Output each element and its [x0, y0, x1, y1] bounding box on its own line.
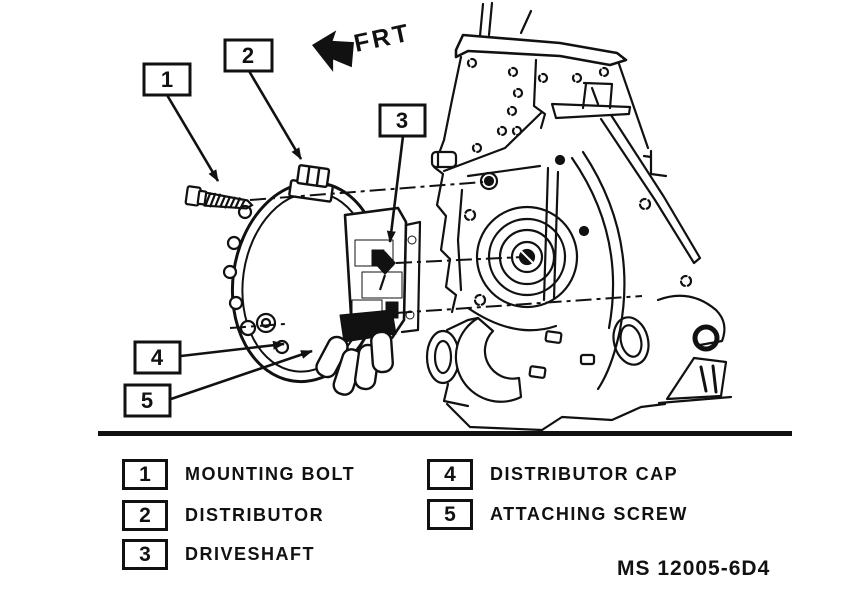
leader-4: [180, 340, 285, 358]
exploded-view-diagram: 1 2 3 4 5 FRT: [123, 1, 733, 432]
leader-5: [170, 349, 313, 401]
legend-label-3: DRIVESHAFT: [185, 544, 316, 564]
leader-2: [247, 70, 303, 160]
legend-item-3: 3 DRIVESHAFT: [122, 539, 315, 570]
frt-arrow-icon: [312, 30, 354, 72]
callout-number-5: 5: [141, 388, 153, 413]
legend-box-4: 4: [427, 459, 473, 490]
callout-number-3: 3: [396, 108, 408, 133]
callout-number-2: 2: [242, 43, 254, 68]
legend-item-5: 5 ATTACHING SCREW: [427, 499, 688, 530]
cap-top-nut: [288, 164, 334, 203]
bolt-threads: [203, 191, 254, 210]
legend-item-1: 1 MOUNTING BOLT: [122, 459, 355, 490]
callout-numbers: 1 2 3 4 5: [141, 43, 408, 413]
top-bracket: [454, 33, 628, 67]
legend-item-2: 2 DISTRIBUTOR: [122, 500, 324, 531]
mounting-bolt-art: [184, 185, 254, 210]
frt-label: FRT: [351, 19, 413, 58]
callout-box-5: [123, 383, 172, 418]
engine-block-art: [425, 1, 733, 432]
centerline-lower: [395, 295, 643, 314]
callout-box-3: [378, 103, 427, 138]
callout-number-1: 1: [161, 67, 173, 92]
callout-box-1: [142, 62, 192, 97]
right-mount: [656, 294, 733, 405]
legend-label-1: MOUNTING BOLT: [185, 464, 356, 484]
legend-box-3: 3: [122, 539, 168, 570]
legend-label-4: DISTRIBUTOR CAP: [490, 464, 679, 484]
lower-mount-boss: [425, 316, 523, 408]
centerline-middle: [395, 256, 524, 264]
centerline-upper: [249, 181, 484, 201]
leader-3: [386, 135, 405, 243]
legend-label-2: DISTRIBUTOR: [185, 505, 325, 525]
legend-number-4: 4: [444, 462, 456, 486]
driveshaft-art: [374, 251, 396, 291]
legend-box-2: 2: [122, 500, 168, 531]
legend-number-1: 1: [139, 462, 151, 486]
legend-number-2: 2: [139, 503, 151, 527]
callout-number-4: 4: [151, 345, 164, 370]
legend-label-5: ATTACHING SCREW: [490, 504, 688, 524]
cap-latches: [222, 204, 257, 337]
centerline-lower-left: [229, 323, 286, 329]
divider-rule: [98, 431, 792, 436]
mount-hole: [479, 171, 499, 191]
oval-opening: [612, 316, 650, 366]
leader-1: [165, 94, 220, 182]
legend-item-4: 4 DISTRIBUTOR CAP: [427, 459, 678, 490]
wire-towers: [315, 330, 394, 396]
mounting-flange: [400, 220, 422, 334]
callout-boxes: [123, 38, 427, 418]
frt-indicator: FRT: [312, 19, 414, 72]
legend-number-3: 3: [139, 542, 151, 566]
legend-box-5: 5: [427, 499, 473, 530]
figure-code: MS 12005-6D4: [617, 557, 771, 580]
legend-box-1: 1: [122, 459, 168, 490]
callout-box-2: [223, 38, 274, 73]
centerlines: [229, 181, 643, 329]
legend-number-5: 5: [444, 502, 456, 526]
leader-lines: [165, 70, 405, 401]
callout-box-4: [133, 340, 182, 375]
crank-hub: [475, 205, 579, 309]
cast-holes: [463, 57, 693, 307]
